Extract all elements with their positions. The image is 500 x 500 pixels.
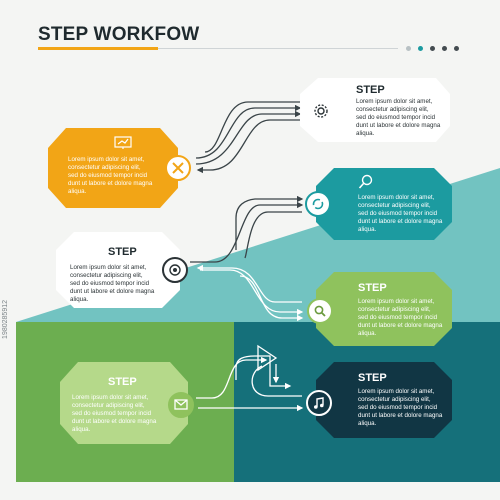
music-note-icon	[306, 390, 332, 416]
search-icon	[307, 298, 333, 324]
header-dot-dark	[418, 46, 423, 51]
card-shape	[316, 362, 452, 438]
stock-id-watermark: 1980285912	[2, 300, 9, 339]
bottom-arrow-head	[257, 344, 278, 372]
card-shape	[60, 362, 188, 444]
header-dot	[430, 46, 435, 51]
card-shape	[316, 272, 452, 346]
step-card-2: Lorem ipsum dolor sit amet,consectetur a…	[48, 128, 198, 208]
card-shape	[48, 128, 178, 208]
page-title: STEP WORKFOW	[38, 24, 200, 45]
step-body: Lorem ipsum dolor sit amet,consectetur a…	[358, 194, 443, 233]
title-divider	[38, 48, 398, 49]
presentation-icon	[114, 136, 132, 155]
step-card-3: Lorem ipsum dolor sit amet,consectetur a…	[304, 168, 452, 240]
card-shape	[316, 168, 452, 240]
card-shape	[56, 232, 180, 308]
step-body: Lorem ipsum dolor sit amet,consectetur a…	[68, 156, 153, 195]
step-title: STEP	[108, 376, 137, 388]
connector-group-3	[196, 264, 304, 322]
step-card-1: STEP Lorem ipsum dolor sit amet,consecte…	[300, 78, 450, 142]
step-title: STEP	[356, 84, 385, 96]
title-accent-bar	[38, 47, 158, 50]
step-body: Lorem ipsum dolor sit amet,consectetur a…	[356, 98, 441, 137]
step-card-7: STEP Lorem ipsum dolor sit amet,consecte…	[304, 362, 452, 438]
cycle-icon	[305, 191, 331, 217]
step-body: Lorem ipsum dolor sit amet,consectetur a…	[70, 264, 155, 303]
step-title: STEP	[358, 282, 387, 294]
step-card-4: STEP Lorem ipsum dolor sit amet,consecte…	[56, 232, 196, 308]
step-body: Lorem ipsum dolor sit amet,consectetur a…	[72, 394, 157, 433]
header-dot-teal	[406, 46, 411, 51]
connector-group-1	[195, 101, 302, 174]
step-card-5: STEP Lorem ipsum dolor sit amet,consecte…	[304, 272, 452, 346]
connector-group-4	[196, 355, 304, 412]
connector-group-2	[190, 195, 304, 263]
step-title: STEP	[108, 246, 137, 258]
step-card-6: STEP Lorem ipsum dolor sit amet,consecte…	[60, 362, 200, 444]
header-dot	[454, 46, 459, 51]
header-dot	[442, 46, 447, 51]
magnifier-icon	[358, 174, 374, 195]
step-title: STEP	[358, 372, 387, 384]
tools-icon	[165, 155, 191, 181]
mail-icon	[168, 392, 194, 418]
step-body: Lorem ipsum dolor sit amet,consectetur a…	[358, 388, 443, 427]
step-body: Lorem ipsum dolor sit amet,consectetur a…	[358, 298, 443, 337]
card-shape	[300, 78, 450, 142]
gear-icon	[308, 98, 334, 124]
target-icon	[162, 257, 188, 283]
